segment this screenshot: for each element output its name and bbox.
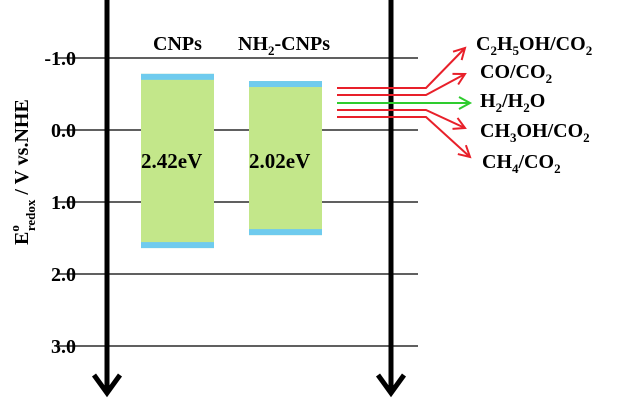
tick-label: -1.0 [44, 48, 76, 70]
material-label-cnps: CNPs [153, 33, 202, 55]
tick-labels: -1.0 0.0 1.0 2.0 3.0 [44, 48, 76, 358]
y-axis-label: Eoredox / V vs.NHE [7, 99, 38, 245]
valence-band-edge [249, 229, 322, 236]
redox-couple-label: CH3OH/CO2 [480, 120, 590, 145]
svg-text:Eoredox / V vs.NHE: Eoredox / V vs.NHE [7, 99, 38, 245]
valence-band-edge [141, 242, 214, 249]
redox-arrowhead [452, 46, 467, 61]
redox-couple-label: C2H5OH/CO2 [476, 33, 592, 58]
redox-arrowhead [452, 117, 467, 130]
ylabel-tail: / V vs.NHE [11, 99, 33, 199]
band-block [141, 73, 214, 249]
material-labels: CNPs NH2-CNPs [153, 33, 330, 58]
redox-couple-label: H2/H2O [480, 90, 545, 115]
vertical-axes [91, 0, 407, 398]
redox-arrow [337, 73, 466, 96]
nh2-pre: NH [238, 33, 268, 55]
gap-label-cnps: 2.42eV [141, 149, 202, 173]
redox-arrowhead [457, 144, 472, 159]
redox-arrowhead [458, 96, 473, 110]
ylabel-sup: o [7, 225, 22, 232]
band-block [249, 81, 322, 236]
material-label-nh2-cnps: NH2-CNPs [238, 33, 330, 58]
tick-label: 2.0 [51, 264, 76, 286]
redox-arrow [337, 116, 471, 158]
tick-label: 1.0 [51, 192, 76, 214]
band-blocks [141, 73, 322, 249]
ylabel-sub: redox [23, 199, 38, 231]
redox-arrowhead [452, 72, 467, 86]
conduction-band-edge [249, 81, 322, 88]
tick-label: 0.0 [51, 120, 76, 142]
tick-label: 3.0 [51, 336, 76, 358]
redox-couple-label: CH4/CO2 [482, 151, 561, 176]
redox-arrow [337, 109, 466, 129]
redox-couple-label: CO/CO2 [480, 61, 552, 86]
nh2-sub: 2 [268, 43, 275, 58]
gridlines [58, 57, 418, 347]
nh2-post: -CNPs [275, 33, 331, 55]
gap-label-nh2-cnps: 2.02eV [249, 149, 310, 173]
right-axis-arrowhead [375, 373, 407, 398]
ylabel-main: E [11, 232, 33, 245]
conduction-band-edge [141, 73, 214, 80]
redox-arrows [337, 46, 473, 159]
left-axis-arrowhead [91, 373, 123, 398]
gap-labels: 2.42eV 2.02eV [141, 149, 310, 173]
redox-arrow [337, 47, 466, 89]
